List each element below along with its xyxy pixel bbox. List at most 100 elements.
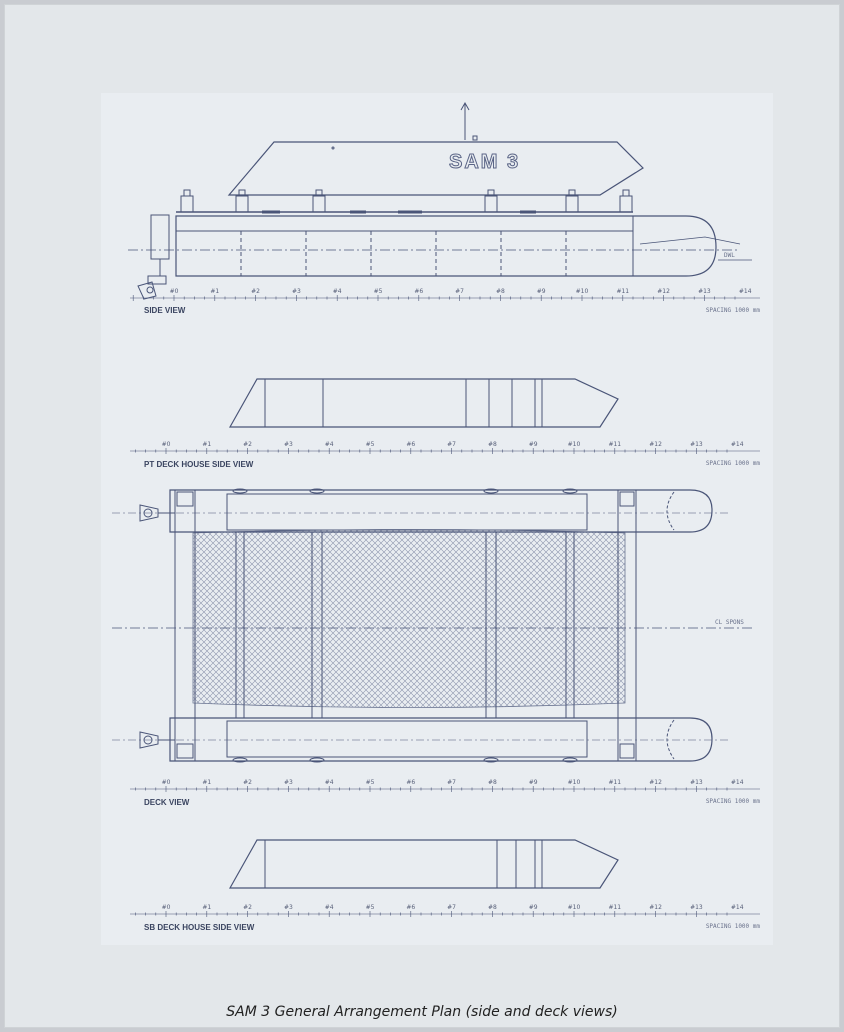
frame-label: #7: [447, 904, 456, 911]
figure-caption: SAM 3 General Arrangement Plan (side and…: [226, 1004, 618, 1020]
side-frame-scale-ticks: [132, 295, 736, 301]
frame-label: #8: [496, 288, 505, 295]
trampoline-net: [192, 529, 626, 708]
frame-label: #6: [406, 441, 415, 448]
frame-label: #8: [488, 779, 497, 786]
mast-arrow-icon: [460, 101, 470, 111]
frame-label: #4: [325, 441, 334, 448]
mast-fitting: [472, 135, 478, 141]
port-bow-curve: [666, 491, 675, 531]
frame-label: #4: [325, 779, 334, 786]
port-outboard-icon: [139, 504, 175, 522]
sb-frame-labels: #0#1#2#3#4#5#6#7#8#9#10#11#12#13#14: [162, 904, 744, 911]
frame-label: #11: [608, 904, 621, 911]
frame-label: #1: [202, 779, 211, 786]
sb-spacing-note: SPACING 1000 mm: [706, 923, 761, 930]
frame-label: #5: [366, 904, 375, 911]
frame-label: #4: [333, 288, 342, 295]
frame-label: #3: [284, 779, 293, 786]
frame-label: #10: [568, 779, 581, 786]
frame-label: #6: [406, 904, 415, 911]
frame-label: #9: [529, 904, 538, 911]
frame-label: #5: [374, 288, 383, 295]
frame-label: #13: [690, 441, 703, 448]
frame-label: #0: [162, 904, 171, 911]
frame-label: #2: [251, 288, 260, 295]
waterline-label: DWL: [724, 252, 735, 259]
strut-posts: [180, 189, 633, 213]
frame-label: #14: [739, 288, 752, 295]
frame-label: #5: [366, 779, 375, 786]
cross-struts: [235, 531, 575, 719]
pt-deck-house-outline: [228, 378, 619, 428]
deck-view: [112, 488, 760, 792]
frame-label: #0: [162, 441, 171, 448]
frame-label: #10: [568, 904, 581, 911]
frame-label: #1: [210, 288, 219, 295]
pt-view-title: PT DECK HOUSE SIDE VIEW: [144, 460, 254, 469]
stern-drive: [137, 214, 170, 300]
side-view: [128, 101, 760, 301]
sb-view-title: SB DECK HOUSE SIDE VIEW: [144, 923, 255, 932]
frame-label: #3: [292, 288, 301, 295]
frame-label: #12: [657, 288, 670, 295]
side-deck-house: [227, 141, 644, 196]
frame-label: #7: [447, 779, 456, 786]
frame-label: #5: [366, 441, 375, 448]
deck-spacing-note: SPACING 1000 mm: [706, 798, 761, 805]
vessel-name-label: SAM 3: [449, 151, 520, 173]
frame-label: #2: [243, 904, 252, 911]
frame-label: #0: [162, 779, 171, 786]
frame-label: #10: [568, 441, 581, 448]
deck-house-light: [331, 146, 335, 150]
page-frame: [4, 4, 840, 1028]
frame-label: #3: [284, 904, 293, 911]
frame-label: #11: [608, 441, 621, 448]
deck-frame-labels: #0#1#2#3#4#5#6#7#8#9#10#11#12#13#14: [162, 779, 744, 786]
frame-label: #1: [202, 441, 211, 448]
frame-label: #3: [284, 441, 293, 448]
fwd-starboard-node: [619, 743, 635, 759]
pt-deck-house-view: [130, 378, 760, 454]
drawing-sheet: [101, 93, 773, 945]
frame-label: #13: [690, 904, 703, 911]
frame-label: #12: [649, 441, 662, 448]
frame-label: #2: [243, 441, 252, 448]
pt-frame-labels: #0#1#2#3#4#5#6#7#8#9#10#11#12#13#14: [162, 441, 744, 448]
frame-label: #0: [170, 288, 179, 295]
pt-door-frame: [465, 378, 536, 428]
frame-label: #7: [455, 288, 464, 295]
frame-label: #14: [731, 904, 744, 911]
pt-frame-scale-ticks: [135, 448, 728, 454]
port-hull-plan: [169, 489, 713, 533]
side-spacing-note: SPACING 1000 mm: [706, 307, 761, 314]
frame-label: #6: [406, 779, 415, 786]
frame-label: #9: [529, 779, 538, 786]
frame-label: #1: [202, 904, 211, 911]
starboard-bow-curve: [666, 719, 675, 760]
side-view-title: SIDE VIEW: [144, 306, 186, 315]
starboard-outboard-icon: [139, 731, 175, 749]
frame-label: #14: [731, 779, 744, 786]
side-hull: [175, 215, 717, 277]
hull-frames: [240, 231, 567, 276]
frame-label: #11: [616, 288, 629, 295]
frame-label: #2: [243, 779, 252, 786]
frame-label: #8: [488, 441, 497, 448]
aft-starboard-node: [176, 743, 194, 759]
starboard-deck-house-plan: [226, 720, 588, 758]
frame-label: #12: [649, 779, 662, 786]
deck-frame-scale-ticks: [135, 786, 728, 792]
side-frame-labels: #0#1#2#3#4#5#6#7#8#9#10#11#12#13#14: [170, 288, 752, 295]
aft-port-node: [176, 491, 194, 507]
frame-label: #9: [529, 441, 538, 448]
frame-label: #12: [649, 904, 662, 911]
centerline-label: CL SPONS: [715, 619, 744, 626]
sb-deck-house-outline: [228, 839, 619, 889]
frame-label: #9: [537, 288, 546, 295]
frame-label: #14: [731, 441, 744, 448]
frame-label: #8: [488, 904, 497, 911]
fwd-port-node: [619, 491, 635, 507]
bow-sheer-line: [639, 236, 741, 245]
